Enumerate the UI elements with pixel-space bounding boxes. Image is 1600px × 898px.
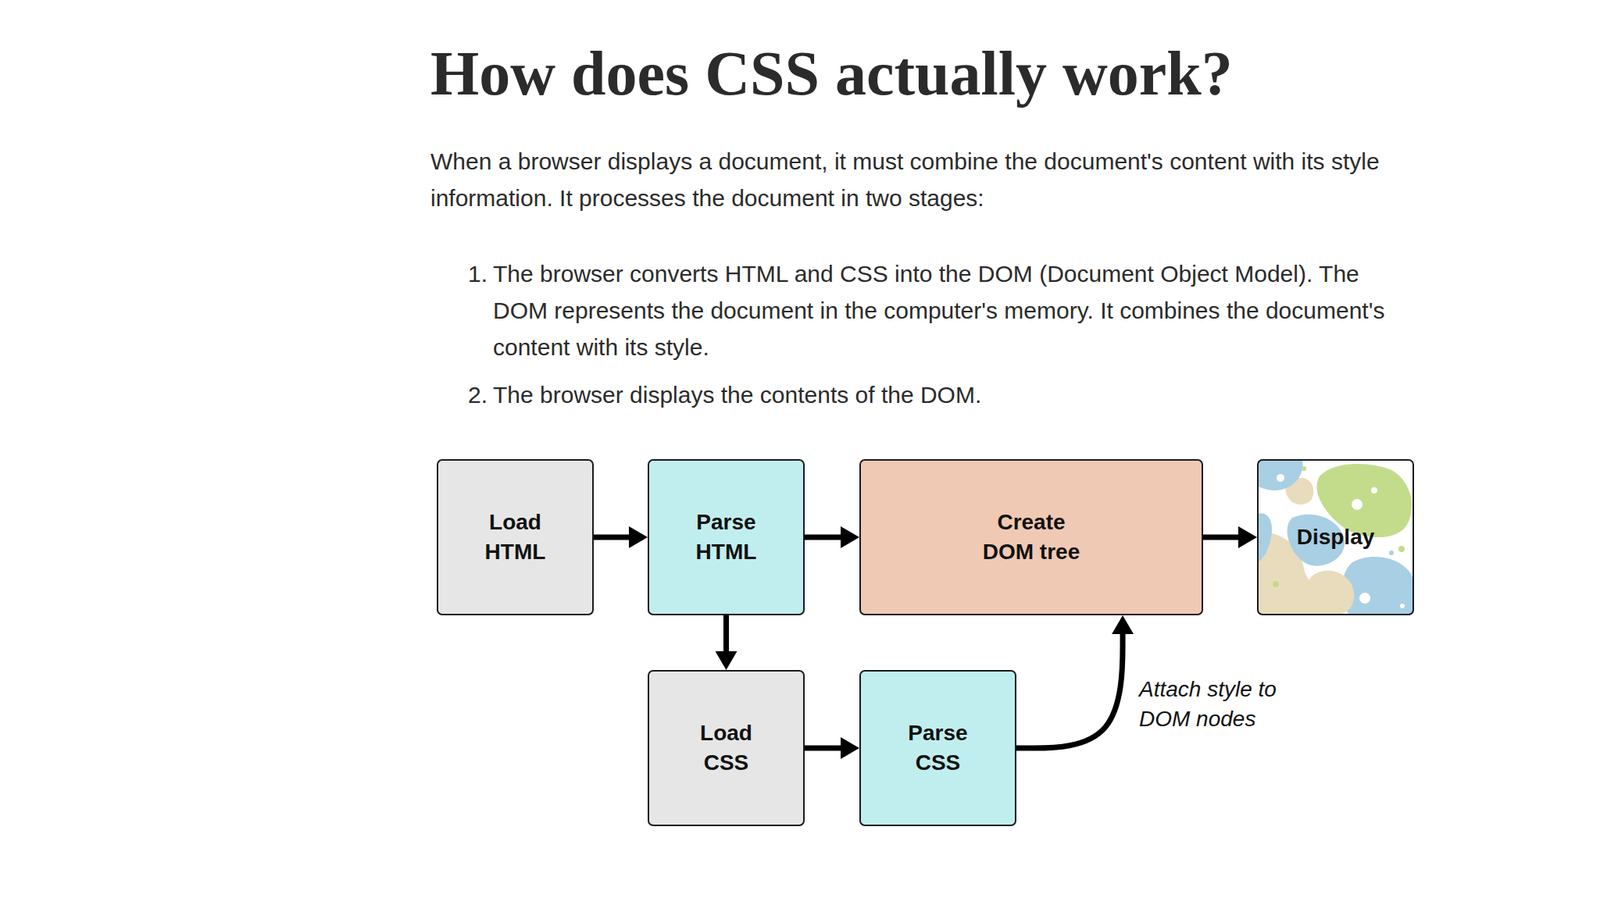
process-box: Load CSS <box>647 670 805 827</box>
flow-arrow <box>1016 625 1123 749</box>
intro-paragraph: When a browser displays a document, it m… <box>430 142 1423 217</box>
process-box: Create DOM tree <box>859 459 1204 616</box>
page-title: How does CSS actually work? <box>430 35 1233 111</box>
flow-arrow <box>723 615 729 661</box>
box-label: Load CSS <box>679 718 774 779</box>
edge-label: Attach style to DOM nodes <box>1136 675 1290 735</box>
flow-arrow <box>1203 535 1248 541</box>
list-number: 1. <box>456 255 488 293</box>
list-number: 2. <box>456 376 488 414</box>
flow-arrow <box>593 535 639 541</box>
flow-arrow <box>804 535 850 541</box>
list-item: The browser displays the contents of the… <box>492 376 1408 414</box>
list-item: The browser converts HTML and CSS into t… <box>492 255 1408 366</box>
process-box: Parse CSS <box>859 670 1017 827</box>
process-box: Parse HTML <box>647 459 805 616</box>
display-box: Display <box>1257 459 1415 616</box>
box-label: Load HTML <box>468 507 563 568</box>
box-label: Parse CSS <box>891 718 986 779</box>
box-label: Display <box>1296 522 1375 553</box>
process-box: Load HTML <box>436 459 594 616</box>
flow-arrow <box>804 746 850 752</box>
box-label: Parse HTML <box>679 507 774 568</box>
box-label: Create DOM tree <box>972 507 1090 568</box>
